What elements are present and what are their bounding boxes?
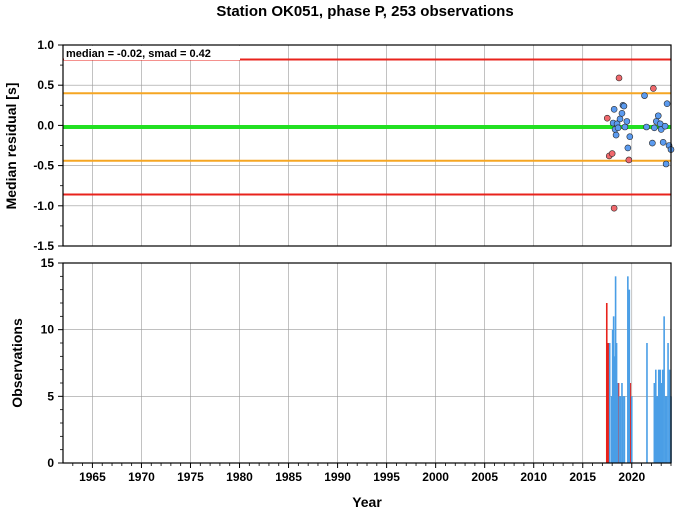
scatter-point: [641, 92, 648, 99]
scatter-point: [659, 138, 667, 146]
observation-bar: [661, 369, 664, 463]
scatter-point: [615, 74, 623, 82]
scatter-point: [662, 160, 670, 168]
chart-title: Station OK051, phase P, 253 observations: [216, 3, 513, 20]
x-tick-label: 1985: [275, 470, 302, 484]
observation-bar: [613, 356, 616, 463]
top-y-tick-label: -1.5: [33, 239, 54, 253]
scatter-point: [610, 204, 618, 212]
observation-bar: [623, 396, 626, 463]
top-y-tick-label: 0.0: [37, 118, 54, 132]
scatter-point: [618, 110, 626, 117]
observation-bar: [627, 276, 629, 463]
scatter-point: [612, 131, 620, 139]
scatter-point: [614, 124, 622, 132]
bottom-y-tick-label: 0: [47, 456, 54, 470]
observation-bar: [614, 276, 617, 463]
scatter-point: [608, 150, 616, 157]
x-tick-label: 2010: [520, 470, 547, 484]
observation-bar: [618, 396, 621, 463]
scatter-point: [624, 144, 632, 152]
observation-bar: [646, 343, 648, 463]
top-panel-grid: [63, 44, 671, 247]
bottom-y-tick-label: 5: [47, 389, 54, 403]
observation-bar: [660, 383, 662, 463]
x-tick-label: 2020: [618, 470, 645, 484]
bottom-y-axis-label: Observations: [9, 318, 25, 408]
scatter-point: [654, 112, 662, 120]
observation-bar: [628, 289, 631, 463]
scatter-point: [643, 123, 650, 131]
observation-bar: [619, 396, 622, 463]
observation-bar: [659, 369, 662, 463]
x-tick-label: 1965: [79, 470, 106, 484]
scatter-point: [626, 133, 634, 140]
top-y-tick-label: 1.0: [37, 38, 54, 52]
scatter-point: [621, 123, 629, 131]
observation-bar: [655, 369, 657, 463]
x-axis-label: Year: [352, 494, 382, 510]
bottom-y-tick-label: 15: [41, 256, 55, 270]
observation-bar: [657, 369, 660, 463]
top-y-tick-label: -1.0: [33, 199, 54, 213]
observation-bar: [629, 383, 632, 463]
top-reference-lines: [63, 58, 671, 196]
observation-bar: [667, 343, 669, 463]
top-y-tick-labels: 1.0 0.5 0.0 -0.5 -1.0 -1.5: [33, 38, 63, 253]
top-panel-frame: [62, 44, 672, 247]
observation-bar: [630, 396, 633, 463]
scatter-point: [616, 115, 624, 123]
scatter-point: [603, 114, 611, 122]
x-tick-label: 1975: [177, 470, 204, 484]
observation-bar: [608, 343, 611, 463]
scatter-point: [651, 124, 658, 132]
x-tick-label: 2015: [569, 470, 596, 484]
bottom-y-tick-labels: 0 5 10 15: [41, 256, 63, 470]
bottom-y-tick-label: 10: [41, 323, 55, 337]
scatter-point: [610, 106, 618, 113]
bottom-panel-grid: [63, 262, 671, 464]
x-tick-label: 1995: [373, 470, 400, 484]
x-tick-label: 2000: [422, 470, 449, 484]
observation-bar: [617, 383, 620, 463]
scatter-point: [650, 85, 657, 92]
observation-bar: [663, 316, 665, 463]
scatter-point: [649, 139, 656, 147]
observation-bar: [615, 343, 618, 463]
scatter-point: [663, 100, 671, 107]
x-tick-label: 1990: [324, 470, 351, 484]
scatter-point: [661, 122, 669, 130]
top-y-tick-label: 0.5: [37, 78, 54, 92]
observation-bar: [653, 383, 656, 463]
observation-bar: [621, 383, 623, 463]
observation-bar: [611, 329, 614, 463]
observation-bar: [668, 369, 671, 463]
observation-bar: [605, 303, 608, 463]
observation-bar: [610, 396, 613, 463]
x-tick-label: 2005: [471, 470, 498, 484]
observation-bar: [616, 383, 619, 463]
annotation-background: [64, 46, 240, 60]
x-tick-labels: 1965 1970 1975 1980 1985 1990 1995 2000 2005 2010…: [72, 463, 672, 484]
observation-bar: [664, 396, 667, 463]
observation-bar: [656, 396, 659, 463]
scatter-point: [620, 102, 628, 110]
scatter-point: [623, 118, 631, 125]
bottom-bars: [605, 276, 672, 463]
top-y-axis-label: Median residual [s]: [3, 83, 19, 210]
observation-bar: [607, 343, 610, 463]
x-tick-label: 1980: [226, 470, 253, 484]
scatter-point: [625, 156, 633, 164]
stats-annotation: median = -0.02, smad = 0.42: [66, 48, 211, 60]
observation-bar: [612, 316, 615, 463]
observation-bar: [622, 396, 624, 463]
top-scatter-points: [603, 74, 675, 212]
bottom-panel-frame: [62, 262, 672, 464]
observation-bar: [665, 396, 668, 463]
x-tick-label: 1970: [128, 470, 155, 484]
top-y-tick-label: -0.5: [33, 159, 54, 173]
